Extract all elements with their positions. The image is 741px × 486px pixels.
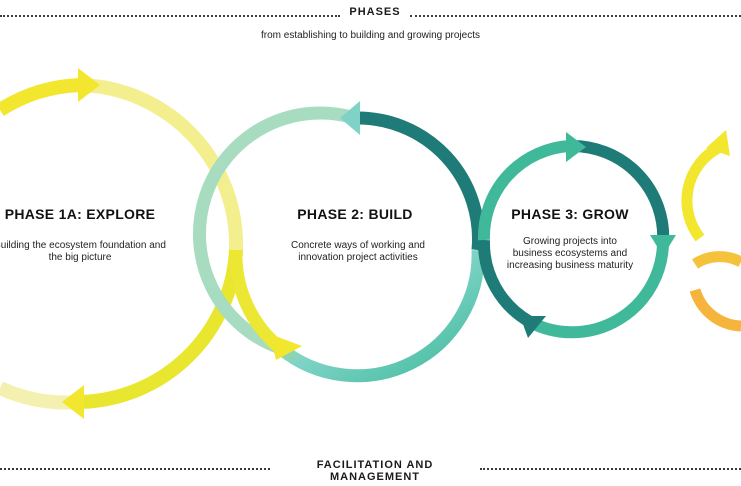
phase-3-arrow-right-icon <box>650 235 676 256</box>
header-divider-left <box>0 15 340 17</box>
next-phase-arc-top <box>681 143 721 242</box>
phase-1a-arc-topleft <box>0 78 81 116</box>
phase-1a-arc-right <box>79 249 243 409</box>
phase-2-cycle <box>193 101 485 383</box>
phase-1a-description: Building the ecosystem foundation and th… <box>0 240 166 263</box>
next-phase-arrow-icon <box>706 130 730 156</box>
next-phase-cycle-partial <box>681 130 741 332</box>
footer-divider-left <box>0 468 270 470</box>
phases-header: PHASES <box>0 6 741 26</box>
header-title: PHASES <box>349 6 401 18</box>
header-subtitle: from establishing to building and growin… <box>260 30 480 41</box>
phase-2-arc-left-yellow <box>229 249 285 354</box>
phase-1a-arrow-top-icon <box>78 68 100 102</box>
facilitation-footer: FACILITATION AND MANAGEMENT <box>0 459 741 483</box>
phase-2-title: PHASE 2: BUILD <box>297 206 413 222</box>
phase-2-arrow-top-icon <box>340 101 360 135</box>
phase-3-cycle <box>477 132 676 339</box>
phase-2-arrow-bottom-icon <box>270 334 302 360</box>
phase-3-arrow-top-icon <box>566 132 586 162</box>
phase-2-arc-bottom <box>275 249 485 383</box>
phase-3-title: PHASE 3: GROW <box>511 206 629 222</box>
phase-3-arc-top-left <box>477 140 571 241</box>
phase-1a-title: PHASE 1A: EXPLORE <box>4 206 156 222</box>
phase-1a-arrow-bottom-icon <box>62 385 84 419</box>
phase-3-arc-left <box>477 239 534 328</box>
header-divider-right <box>410 15 741 17</box>
footer-divider-right <box>480 468 741 470</box>
phase-2-description: Concrete ways of working and innovation … <box>291 240 425 263</box>
phase-3-arc-top-right <box>569 139 670 244</box>
phase-1a-arc-top <box>79 78 244 251</box>
next-phase-arc-middle <box>691 251 741 269</box>
next-phase-arc-bottom <box>689 288 741 332</box>
phase-3-description: Growing projects into business ecosystem… <box>506 236 634 271</box>
phase-1a-cycle <box>0 68 244 419</box>
phase-3-arrow-bottom-icon <box>520 316 546 338</box>
phase-3-arc-bottom <box>527 242 669 339</box>
footer-title: FACILITATION AND MANAGEMENT <box>316 459 434 483</box>
phase-2-arc-right <box>354 111 485 251</box>
phase-2-arc-left <box>193 106 357 355</box>
